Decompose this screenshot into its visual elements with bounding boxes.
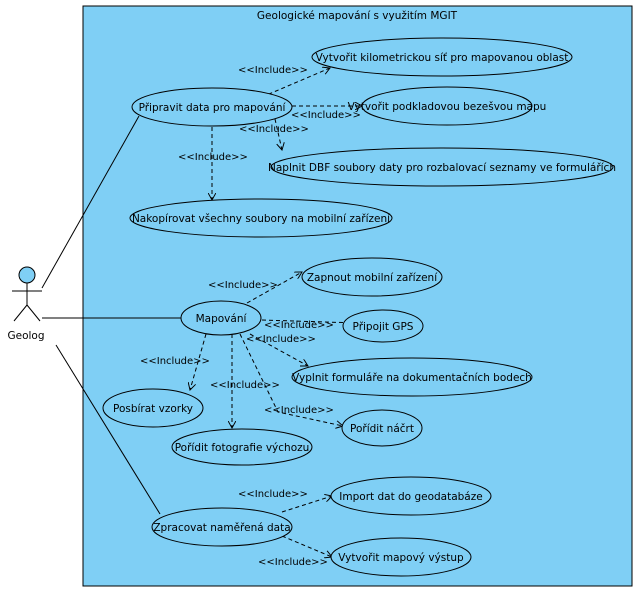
include-arrow	[246, 272, 302, 304]
use-case-fotografie[interactable]: Pořídit fotografie výchozu	[171, 428, 313, 466]
system-title: Geologické mapování s využitím MGIT	[257, 10, 458, 22]
actor-geolog[interactable]: Geolog	[7, 266, 45, 342]
include-label: <<Include>>	[238, 489, 308, 500]
use-case-formulare[interactable]: Vyplnit formuláře na dokumentačních bode…	[291, 357, 533, 397]
use-case-pripravit[interactable]: Připravit data pro mapování	[131, 87, 293, 127]
include-arrow	[261, 320, 357, 323]
use-case-podkladova[interactable]: Vytvořit podkladovou bezešvou mapu	[348, 86, 547, 126]
use-case-label: Vytvořit podkladovou bezešvou mapu	[348, 101, 547, 113]
include-label: <<Include>>	[258, 557, 328, 568]
associations	[41, 115, 182, 515]
include-label: <<Include>>	[246, 334, 316, 345]
include-label: <<Include>>	[239, 124, 309, 135]
use-case-vytvorit-sit[interactable]: Vytvořit kilometrickou síť pro mapovanou…	[311, 37, 573, 77]
association-geolog-pripravit	[41, 115, 140, 289]
use-case-label: Vyplnit formuláře na dokumentačních bode…	[292, 372, 532, 384]
include-arrow	[281, 535, 332, 557]
include-label: <<Include>>	[178, 152, 248, 163]
include-arrow	[281, 496, 332, 513]
use-cases: Připravit data pro mapování Vytvořit kil…	[102, 37, 616, 577]
use-case-zpracovat[interactable]: Zpracovat naměřená data	[151, 507, 293, 547]
use-case-label: Import dat do geodatabáze	[339, 491, 482, 503]
include-label: <<Include>>	[264, 405, 334, 416]
use-case-label: Zapnout mobilní zařízení	[307, 272, 438, 284]
use-case-label: Zpracovat naměřená data	[153, 522, 290, 534]
actor-leg-left	[13, 304, 28, 322]
include-label: <<Include>>	[210, 380, 280, 391]
include-label: <<Include>>	[291, 110, 361, 121]
use-case-label: Posbírat vzorky	[113, 403, 193, 415]
use-case-mapovani[interactable]: Mapování	[180, 300, 262, 336]
use-case-label: Vytvořit mapový výstup	[338, 552, 464, 564]
use-case-vystup[interactable]: Vytvořit mapový výstup	[330, 537, 472, 577]
association-geolog-zpracovat	[55, 344, 161, 515]
include-arrow	[239, 333, 343, 426]
use-case-label: Naplnit DBF soubory daty pro rozbalovací…	[268, 162, 616, 174]
use-case-label: Připravit data pro mapování	[139, 102, 287, 114]
actor-leg-right	[26, 304, 41, 322]
use-case-label: Pořídit fotografie výchozu	[175, 442, 310, 454]
include-arrow	[261, 68, 330, 98]
include-arrow	[274, 118, 282, 150]
include-arrow	[190, 333, 207, 390]
use-case-import[interactable]: Import dat do geodatabáze	[330, 476, 492, 516]
actor-name: Geolog	[7, 330, 44, 342]
include-label: <<Include>>	[208, 280, 278, 291]
use-case-nacrt[interactable]: Pořídit náčrt	[341, 409, 423, 447]
use-case-naplnit-dbf[interactable]: Naplnit DBF soubory daty pro rozbalovací…	[268, 147, 616, 187]
actor-head-icon	[18, 266, 36, 284]
include-label: <<Include>>	[140, 356, 210, 367]
use-case-label: Mapování	[196, 313, 248, 325]
use-case-nakopirovat[interactable]: Nakopírovat všechny soubory na mobilní z…	[129, 198, 393, 238]
use-case-label: Nakopírovat všechny soubory na mobilní z…	[132, 213, 391, 225]
use-case-gps[interactable]: Připojit GPS	[342, 309, 424, 343]
use-case-label: Pořídit náčrt	[350, 423, 414, 435]
include-label: <<Include>>	[238, 65, 308, 76]
include-dependencies	[190, 68, 362, 557]
use-case-label: Připojit GPS	[353, 321, 414, 333]
use-case-label: Vytvořit kilometrickou síť pro mapovanou…	[316, 52, 569, 64]
include-label: <<Include>>	[264, 320, 334, 331]
use-case-vzorky[interactable]: Posbírat vzorky	[102, 388, 204, 428]
include-labels: <<Include>> <<Include>> <<Include>> <<In…	[140, 65, 361, 568]
use-case-zapnout[interactable]: Zapnout mobilní zařízení	[301, 257, 443, 297]
